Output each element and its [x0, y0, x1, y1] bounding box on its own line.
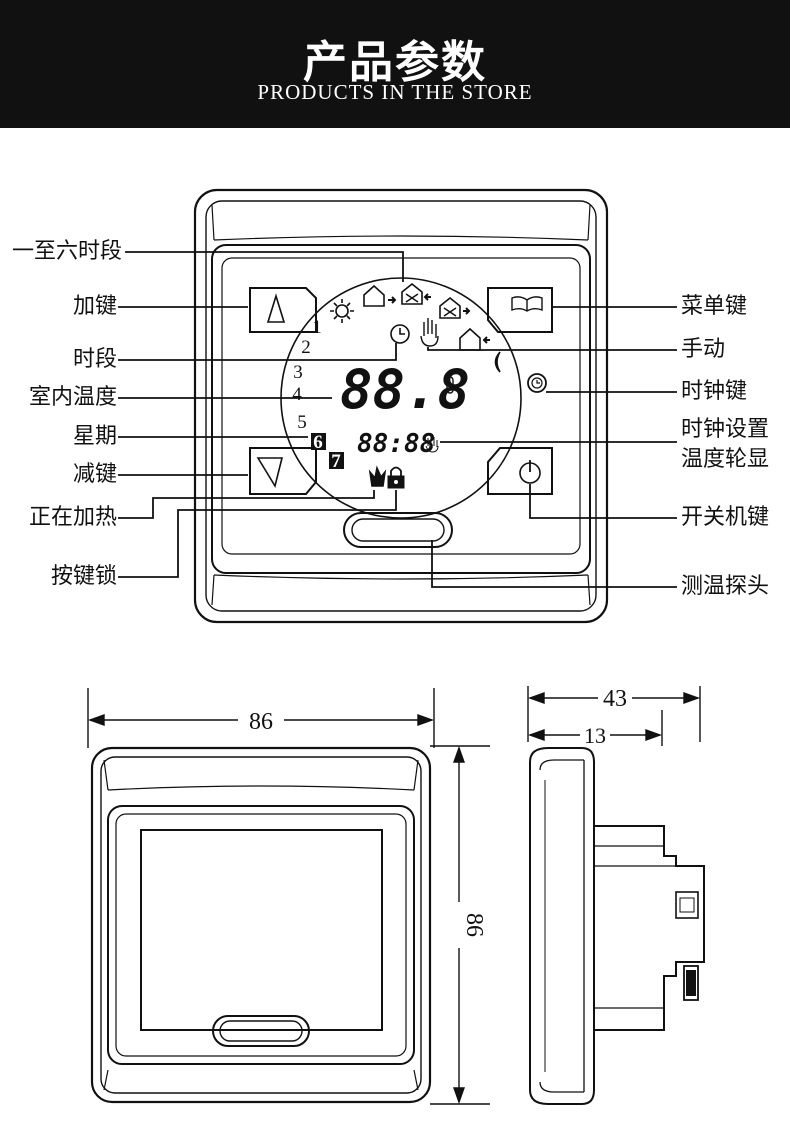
label-weekday: 星期	[72, 424, 117, 449]
label-period-1-6: 一至六时段	[11, 239, 122, 264]
front-view: 88.8 88:88 12 34 567	[193, 188, 609, 624]
work-icon	[401, 282, 431, 305]
minus-button[interactable]	[249, 447, 317, 495]
label-probe: 测温探头	[681, 574, 770, 599]
down-triangle-icon	[256, 457, 284, 489]
weekday-box-7	[329, 452, 344, 469]
side-body	[594, 825, 705, 1031]
page-subtitle: PRODUCTS IN THE STORE	[257, 80, 533, 104]
callout-line-probe	[431, 540, 677, 588]
period-numbers: 12 34 567	[292, 317, 344, 472]
up-triangle-icon	[266, 293, 286, 323]
period-number-2: 2	[301, 337, 311, 358]
manual-small-icon	[425, 436, 439, 453]
label-menu-key: 菜单键	[681, 294, 748, 319]
plus-button[interactable]	[249, 287, 317, 333]
clock-key-icon	[531, 377, 543, 389]
period-number-4: 4	[292, 384, 302, 405]
side-terminal	[675, 891, 699, 919]
home-leave-icon	[363, 284, 397, 307]
outer-frame-inner	[205, 200, 597, 612]
inner-panel-edge	[221, 257, 581, 555]
bottom-front-view	[90, 746, 432, 1104]
label-manual: 手动	[681, 337, 726, 362]
callout-line-period-1-6	[125, 251, 404, 282]
depth-front-label: 13	[584, 723, 606, 748]
callout-line-heating	[118, 490, 375, 519]
lock-icon	[387, 466, 405, 489]
header-banner: 产品参数 PRODUCTS IN THE STORE	[0, 0, 790, 128]
hand-icon	[420, 318, 439, 347]
callout-line-power	[529, 484, 677, 519]
period-number-3: 3	[293, 362, 303, 383]
width-dimension	[87, 688, 435, 748]
bottom-outer-frame	[90, 746, 432, 1104]
flame-icon	[368, 465, 387, 487]
height-dimension	[430, 745, 490, 1105]
outer-frame	[193, 188, 609, 624]
sun-icon	[330, 299, 354, 323]
power-button[interactable]	[487, 447, 553, 495]
callout-line-period	[118, 343, 397, 361]
bottom-screen	[140, 829, 383, 1031]
bottom-probe-slot	[212, 1015, 310, 1047]
label-power-key: 开关机键	[681, 505, 770, 530]
bottom-inner-panel	[107, 805, 415, 1065]
moon-icon	[494, 351, 501, 373]
depth-total-label: 43	[603, 686, 627, 712]
period-number-6: 6	[313, 432, 323, 453]
label-clock-key: 时钟键	[681, 379, 748, 404]
home-return-icon	[459, 327, 490, 351]
width-dimension-label: 86	[249, 709, 273, 735]
label-plus-key: 加键	[72, 294, 117, 319]
height-dimension-label: 86	[461, 913, 487, 937]
side-view	[529, 747, 705, 1105]
label-period: 时段	[72, 347, 117, 372]
callout-line-lock	[118, 490, 397, 578]
depth-dimension-front	[527, 710, 663, 746]
big-temp-display: 88.8	[340, 358, 470, 421]
menu-button[interactable]	[487, 287, 553, 333]
weekday-box-6	[311, 433, 326, 450]
label-heating: 正在加热	[28, 505, 117, 530]
label-key-lock: 按键锁	[50, 564, 117, 589]
inner-panel	[211, 244, 591, 574]
label-temp-rotation: 温度轮显	[681, 447, 770, 472]
period-number-1: 1	[312, 317, 322, 338]
callout-lines	[118, 251, 677, 588]
home-work-icon	[439, 296, 471, 319]
period-number-7: 7	[331, 451, 341, 472]
label-room-temp: 室内温度	[28, 385, 117, 410]
page-title: 产品参数	[303, 37, 487, 88]
side-bezel	[529, 747, 595, 1105]
callout-line-manual	[427, 347, 677, 351]
clock-key-button[interactable]	[527, 373, 547, 393]
side-probe	[683, 965, 699, 1001]
period-clock-icon	[390, 324, 410, 344]
label-clock-setting: 时钟设置	[681, 417, 770, 442]
depth-dimension-total	[527, 686, 701, 742]
time-display: 88:88	[357, 429, 435, 459]
probe-slot	[343, 512, 453, 548]
sensor-bar-icon	[446, 376, 454, 394]
period-number-5: 5	[297, 412, 307, 433]
book-icon	[511, 296, 543, 312]
label-minus-key: 减键	[72, 462, 117, 487]
